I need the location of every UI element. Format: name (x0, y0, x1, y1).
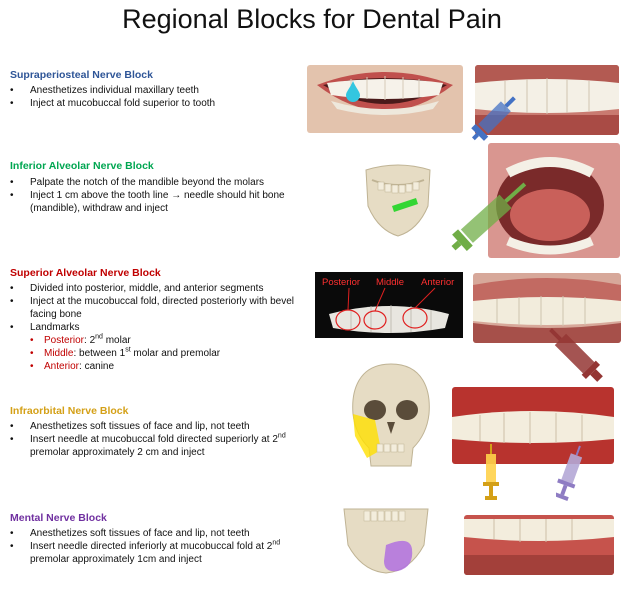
supraperiosteal-list: Anesthetizes individual maxillary teeth … (10, 84, 215, 110)
list-item: Inject 1 cm above the tooth line → needl… (10, 189, 310, 215)
mouth-photo-mental (464, 515, 614, 575)
infraorbital-heading: Infraorbital Nerve Block (10, 405, 129, 417)
mouth-photo-superior-alveolar (473, 273, 621, 343)
landmark-middle: Middle: between 1st molar and premolar (30, 347, 310, 360)
landmark-text: : between 1 (73, 348, 126, 359)
list-item: Anesthetizes individual maxillary teeth (10, 84, 215, 97)
syringe-icon (540, 318, 612, 392)
mental-heading: Mental Nerve Block (10, 512, 107, 524)
list-text: premolar approximately 2 cm and inject (30, 447, 205, 458)
inferior-alveolar-heading: Inferior Alveolar Nerve Block (10, 160, 154, 172)
syringe-icon (482, 444, 500, 502)
landmarks-label: Landmarks (30, 322, 80, 333)
teeth-model-photo (315, 272, 463, 338)
skull-illustration-mandible (358, 160, 438, 238)
droplet-icon (344, 80, 362, 102)
list-text: premolar approximately 1cm and inject (30, 554, 202, 565)
teeth-label-anterior: Anterior (421, 277, 455, 288)
list-item: Insert needle directed inferiorly at muc… (10, 540, 320, 566)
list-item: Divided into posterior, middle, and ante… (10, 282, 310, 295)
list-item: Inject at the mucobuccal fold, directed … (10, 295, 310, 321)
superscript: nd (272, 539, 281, 547)
list-item: Anesthetizes soft tissues of face and li… (10, 420, 310, 433)
landmark-text: : canine (79, 361, 115, 372)
list-text: Insert needle at mucobuccal fold directe… (30, 434, 278, 445)
syringe-icon (556, 444, 582, 508)
skull-illustration-mental (340, 505, 432, 575)
list-text: Insert needle directed inferiorly at muc… (30, 541, 273, 552)
superior-alveolar-heading: Superior Alveolar Nerve Block (10, 267, 161, 279)
landmark-text: : 2 (84, 335, 96, 346)
landmarks-list: Posterior: 2nd molar Middle: between 1st… (30, 334, 310, 373)
list-item: Insert needle at mucobuccal fold directe… (10, 433, 310, 459)
mental-list: Anesthetizes soft tissues of face and li… (10, 527, 320, 566)
mouth-photo-inferior-alveolar (488, 143, 620, 258)
landmark-posterior: Posterior: 2nd molar (30, 334, 310, 347)
superscript: nd (95, 333, 103, 341)
landmark-label: Middle (44, 348, 74, 359)
skull-illustration-infraorbital (345, 362, 437, 472)
list-item: Palpate the notch of the mandible beyond… (10, 176, 310, 189)
superior-alveolar-list: Divided into posterior, middle, and ante… (10, 282, 310, 373)
landmark-anterior: Anterior: canine (30, 360, 310, 373)
supraperiosteal-heading: Supraperiosteal Nerve Block (10, 69, 153, 81)
smile-photo (307, 65, 463, 133)
list-item: Landmarks Posterior: 2nd molar Middle: b… (10, 321, 310, 373)
landmark-text: molar (102, 335, 131, 346)
superscript: st (125, 346, 131, 354)
page-title: Regional Blocks for Dental Pain (122, 4, 502, 34)
teeth-label-middle: Middle (376, 277, 404, 288)
list-item: Anesthetizes soft tissues of face and li… (10, 527, 320, 540)
mouth-photo-infraorbital (452, 387, 614, 464)
infraorbital-list: Anesthetizes soft tissues of face and li… (10, 420, 310, 459)
landmark-text: molar and premolar (130, 348, 221, 359)
syringe-icon (466, 88, 526, 150)
teeth-label-posterior: Posterior (322, 277, 361, 288)
superscript: nd (277, 432, 286, 440)
list-item: Inject at mucobuccal fold superior to to… (10, 97, 215, 110)
landmark-label: Posterior (44, 335, 85, 346)
landmark-label: Anterior (44, 361, 80, 372)
mouth-photo-supraperiosteal (475, 65, 619, 135)
inferior-alveolar-list: Palpate the notch of the mandible beyond… (10, 176, 310, 215)
syringe-icon (440, 168, 540, 260)
